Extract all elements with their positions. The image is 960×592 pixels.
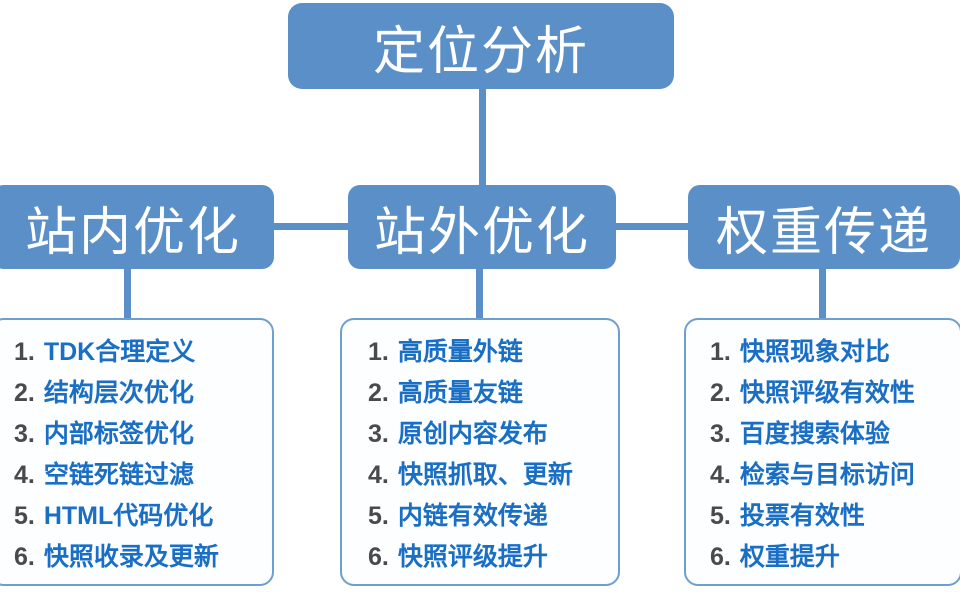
connector-middle-to-list [476,269,483,321]
list-item-number: 3. [710,420,731,448]
list-item-number: 2. [710,379,731,407]
list-item-number: 4. [710,461,731,489]
list-item-number: 5. [14,502,35,530]
list-item[interactable]: 4. 快照抓取、更新 [342,455,618,496]
list-item-label: 百度搜索体验 [739,420,890,448]
list-box-right: 1. 快照现象对比 2. 快照评级有效性 3. 百度搜索体验 4. 检索与目标访… [684,318,960,586]
list-item-number: 3. [368,420,389,448]
node-branch-right-label: 权重传递 [715,203,932,262]
node-branch-left-label: 站内优化 [24,203,241,262]
connector-left-to-list [124,269,131,321]
list-item[interactable]: 6. 快照评级提升 [342,537,618,578]
list-item-label: 投票有效性 [739,502,865,530]
list-item-label: 快照抓取、更新 [397,461,573,489]
list-item-number: 5. [710,502,731,530]
list-item-label: 高质量外链 [397,338,523,366]
list-item-number: 5. [368,502,389,530]
list-item[interactable]: 3. 原创内容发布 [342,414,618,455]
list-item-number: 3. [14,420,35,448]
connector-root-to-middle [479,88,486,188]
list-item-number: 6. [368,543,389,571]
list-item[interactable]: 6. 权重提升 [686,537,960,578]
list-item-label: 快照评级有效性 [739,379,915,407]
connector-middle-to-right [612,223,692,230]
node-branch-right[interactable]: 权重传递 [688,185,960,269]
list-box-middle: 1. 高质量外链 2. 高质量友链 3. 原创内容发布 4. 快照抓取、更新 5… [340,318,620,586]
list-item[interactable]: 1. 快照现象对比 [686,332,960,373]
node-branch-left[interactable]: 站内优化 [0,185,274,269]
list-item-label: 权重提升 [739,543,840,571]
list-item[interactable]: 2. 快照评级有效性 [686,373,960,414]
list-item-number: 2. [14,379,35,407]
list-item[interactable]: 5. 内链有效传递 [342,496,618,537]
connector-right-to-list [819,269,826,321]
list-item-number: 1. [14,338,35,366]
list-box-left: 1. TDK合理定义 2. 结构层次优化 3. 内部标签优化 4. 空链死链过滤… [0,318,274,586]
list-item-label: 快照收录及更新 [43,543,219,571]
connector-left-to-middle [270,223,352,230]
list-item-label: 空链死链过滤 [43,461,194,489]
list-item-label: 原创内容发布 [397,420,548,448]
list-item-label: HTML代码优化 [43,502,214,530]
list-item[interactable]: 3. 百度搜索体验 [686,414,960,455]
list-item-label: 快照评级提升 [397,543,548,571]
list-item-number: 6. [710,543,731,571]
list-item-number: 4. [368,461,389,489]
list-item-number: 1. [368,338,389,366]
node-root[interactable]: 定位分析 [288,3,674,89]
list-item-number: 2. [368,379,389,407]
list-item[interactable]: 4. 检索与目标访问 [686,455,960,496]
node-branch-middle[interactable]: 站外优化 [348,185,616,269]
list-item[interactable]: 4. 空链死链过滤 [0,455,272,496]
list-item-number: 1. [710,338,731,366]
list-item-label: 高质量友链 [397,379,523,407]
list-item[interactable]: 5. 投票有效性 [686,496,960,537]
list-item[interactable]: 6. 快照收录及更新 [0,537,272,578]
list-item[interactable]: 3. 内部标签优化 [0,414,272,455]
list-item[interactable]: 2. 结构层次优化 [0,373,272,414]
list-item-number: 4. [14,461,35,489]
list-item-label: 内部标签优化 [43,420,194,448]
list-item-label: 快照现象对比 [739,338,890,366]
list-item-label: TDK合理定义 [43,338,196,366]
list-item-label: 内链有效传递 [397,502,548,530]
list-item[interactable]: 2. 高质量友链 [342,373,618,414]
list-item[interactable]: 1. TDK合理定义 [0,332,272,373]
node-branch-middle-label: 站外优化 [373,203,590,262]
list-item-number: 6. [14,543,35,571]
list-item-label: 检索与目标访问 [739,461,915,489]
list-item[interactable]: 1. 高质量外链 [342,332,618,373]
list-item-label: 结构层次优化 [43,379,194,407]
node-root-label: 定位分析 [372,22,589,81]
list-item[interactable]: 5. HTML代码优化 [0,496,272,537]
